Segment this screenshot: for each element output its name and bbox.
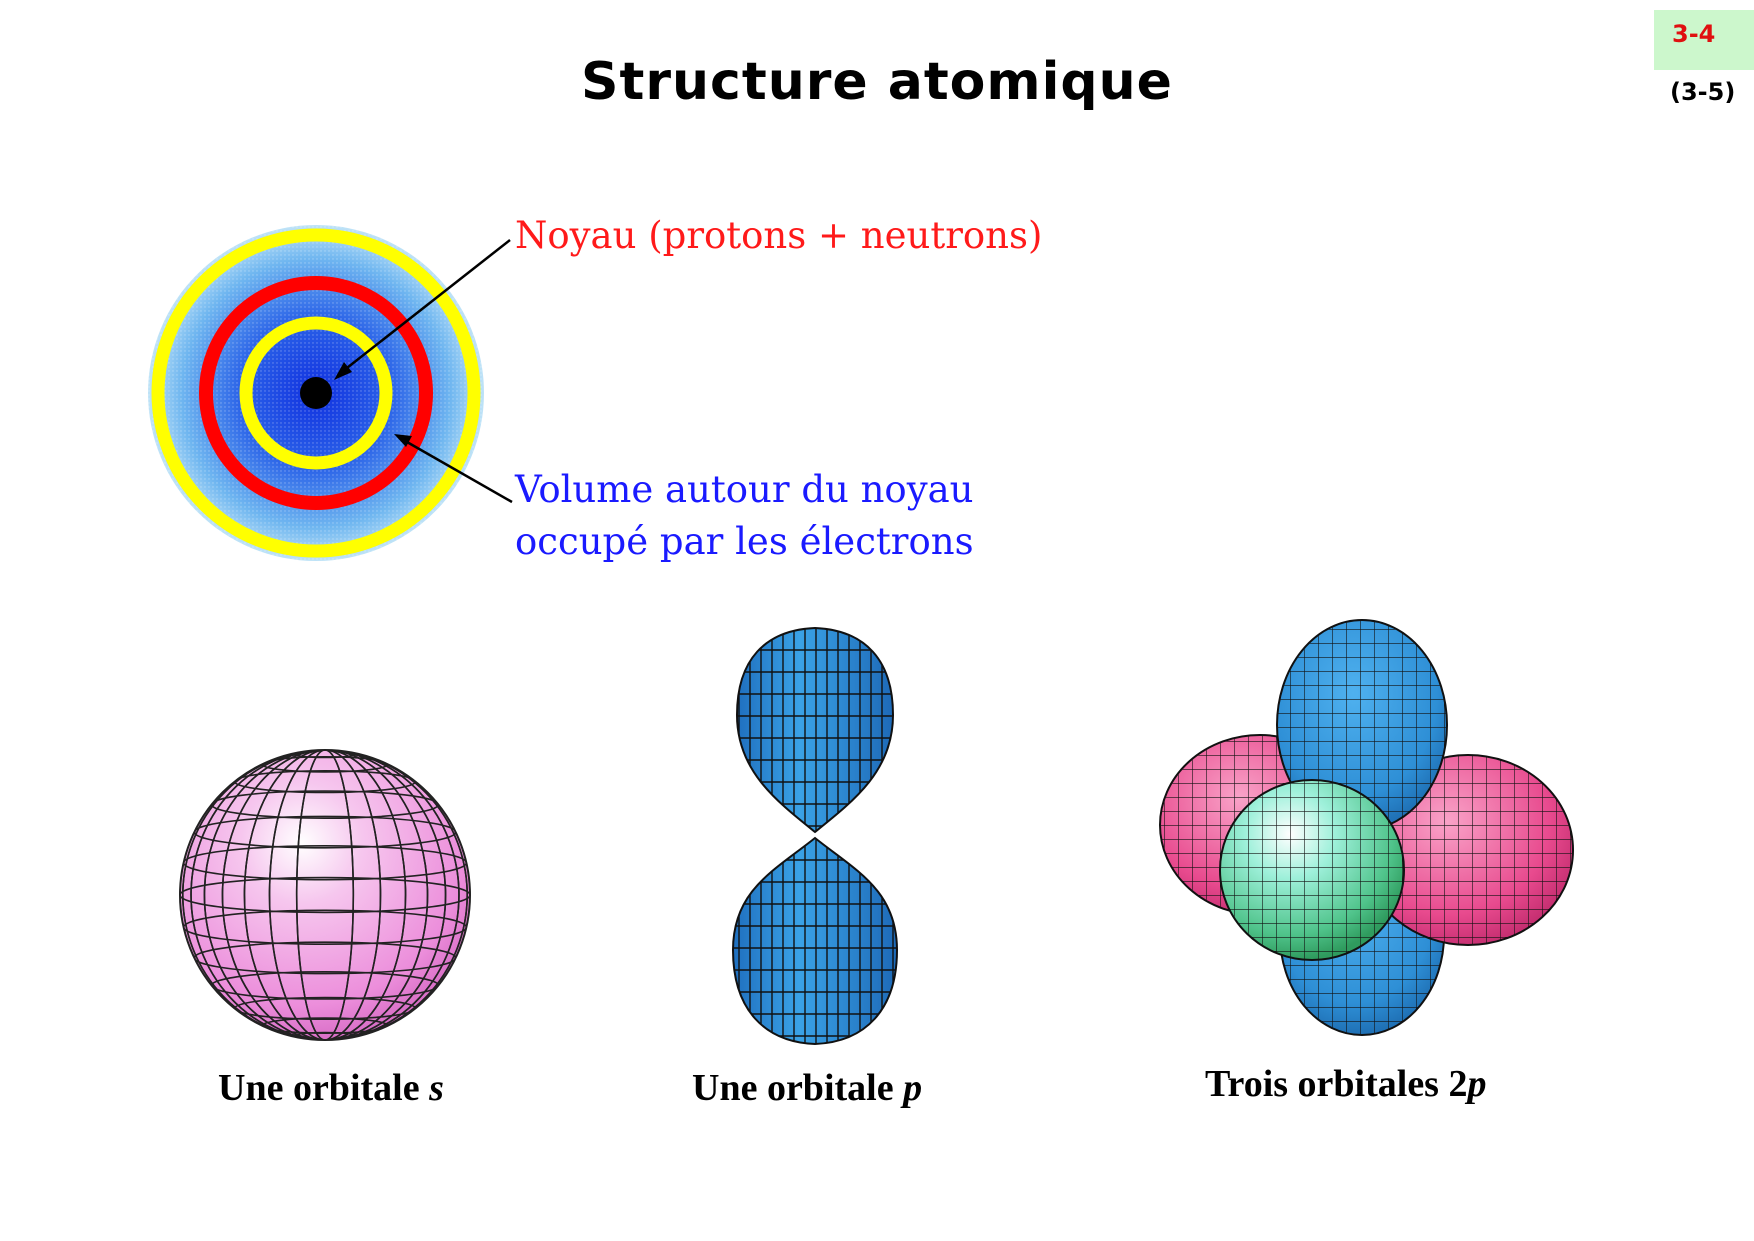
volume-pointer-arrowhead [394, 434, 412, 447]
middle-shell-ring [199, 276, 433, 510]
volume-label-line2: occupé par les électrons [515, 520, 974, 563]
slide-number-badge [1654, 10, 1754, 70]
outer-shell-ring [151, 228, 481, 558]
three-2p-letter: p [1467, 1063, 1487, 1105]
s-orbital-caption: Une orbitale s [218, 1067, 444, 1109]
p-orbital-letter: p [903, 1067, 923, 1109]
atom-diagram [148, 225, 513, 561]
slide-subnumber: (3-5) [1670, 78, 1736, 106]
volume-label-line1: Volume autour du noyau [515, 468, 974, 511]
slide-title: Structure atomique [581, 52, 1173, 112]
s-orbital [179, 749, 471, 1041]
three-2p-orbitals [1159, 619, 1574, 1036]
p-orbital [731, 626, 899, 1046]
p-orbital-caption: Une orbitale p [692, 1067, 923, 1109]
s-orbital-letter: s [429, 1067, 444, 1109]
nucleus [300, 377, 332, 409]
p-lobe-bottom [731, 836, 899, 1046]
nucleus-label: Noyau (protons + neutrons) [515, 214, 1043, 257]
inner-shell-ring [239, 316, 393, 470]
slide-number: 3-4 [1672, 20, 1716, 48]
three-2p-caption: Trois orbitales 2p [1205, 1063, 1487, 1105]
nucleus-pointer-arrowhead [334, 362, 352, 380]
volume-pointer-line [399, 436, 513, 504]
nucleus-pointer-line [337, 239, 511, 376]
